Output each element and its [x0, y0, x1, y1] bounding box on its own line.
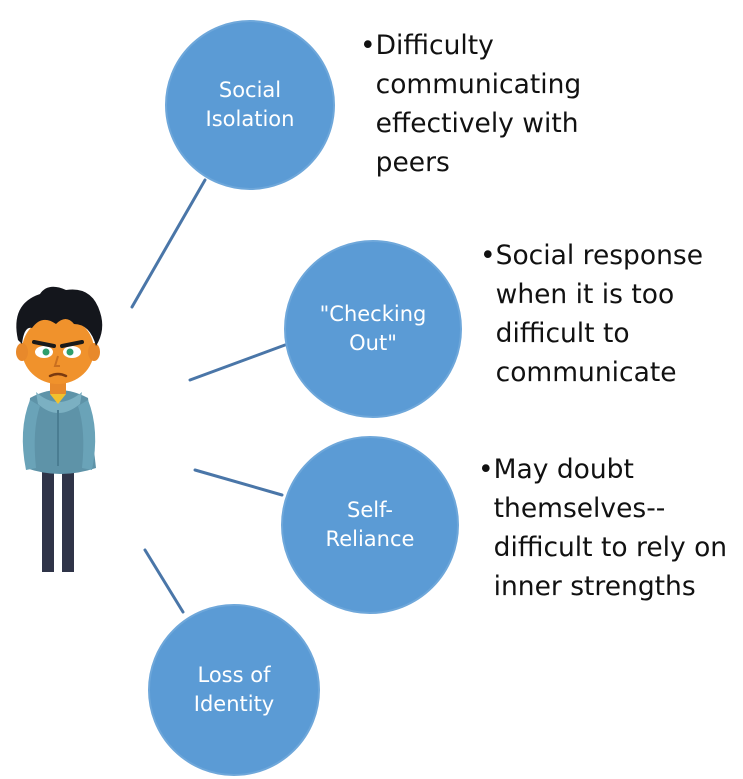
left-arm — [22, 400, 40, 470]
left-pupil — [42, 348, 50, 356]
node-loss-of-identity: Loss of Identity — [148, 604, 320, 776]
node-social-isolation: Social Isolation — [165, 20, 335, 190]
note-text: Social response when it is too difficult… — [495, 240, 703, 388]
connector-social-isolation — [130, 178, 207, 309]
node-self-reliance: Self- Reliance — [281, 436, 459, 614]
head — [22, 316, 94, 384]
note-social-isolation: • Difficulty communicating effectively w… — [360, 26, 740, 182]
node-label: Loss of Identity — [193, 663, 275, 716]
node-checking-out: "Checking Out" — [284, 240, 462, 418]
hoodie — [26, 390, 96, 474]
connector-checking-out — [188, 343, 287, 382]
hair — [16, 286, 103, 346]
connector-loss-of-identity — [143, 548, 185, 614]
bullet-glyph: • — [480, 240, 496, 271]
node-label: "Checking Out" — [319, 302, 427, 355]
bullet-glyph: • — [360, 30, 376, 61]
right-pupil — [66, 348, 74, 356]
connector-self-reliance — [193, 468, 284, 497]
right-arm — [78, 400, 96, 470]
mouth — [48, 372, 68, 378]
note-text: May doubt themselves-- difficult to rely… — [493, 454, 728, 602]
node-label: Social Isolation — [205, 78, 295, 131]
note-text: Difficulty communicating effectively wit… — [375, 30, 582, 178]
left-leg — [42, 460, 54, 572]
nose — [53, 355, 60, 367]
right-leg — [62, 460, 74, 572]
note-checking-out: • Social response when it is too difficu… — [480, 236, 740, 392]
bullet-glyph: • — [478, 454, 494, 485]
left-ear — [16, 343, 28, 361]
person-illustration — [16, 286, 103, 572]
node-label: Self- Reliance — [325, 498, 415, 551]
shirt-collar — [50, 394, 66, 404]
right-brow — [60, 340, 84, 348]
note-self-reliance: • May doubt themselves-- difficult to re… — [478, 450, 740, 606]
right-ear — [88, 343, 100, 361]
left-brow — [32, 340, 56, 348]
